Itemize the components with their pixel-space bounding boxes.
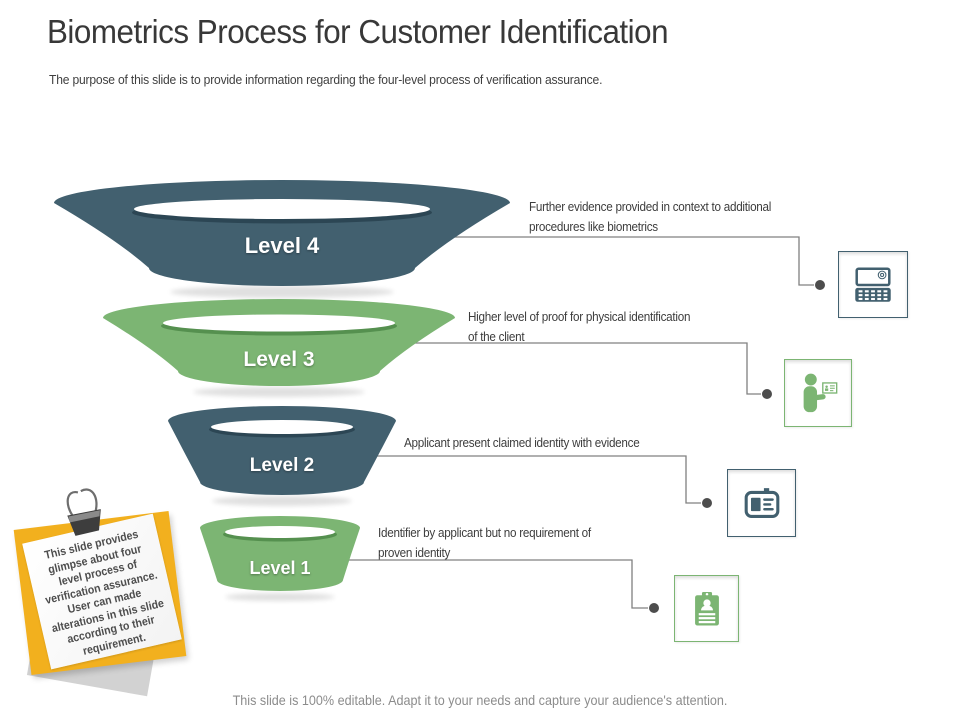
connector-dot-level-2 — [702, 498, 712, 508]
person-id-card-icon — [803, 373, 838, 413]
connector-dot-level-4 — [815, 280, 825, 290]
connector-lines — [335, 236, 814, 609]
funnel-label-level-1[interactable]: Level 1 — [249, 558, 311, 578]
footer-note: This slide is 100% editable. Adapt it to… — [232, 692, 728, 708]
connector-line-level-2 — [360, 455, 701, 504]
connector-dot-level-1 — [649, 603, 659, 613]
level-2-description: Applicant present claimed identity with … — [404, 435, 640, 450]
connector-dot-level-3 — [762, 389, 772, 399]
level-3-description: Higher level of proof for physical ident… — [468, 309, 691, 344]
page-title: Biometrics Process for Customer Identifi… — [47, 13, 669, 50]
binder-clip-icon — [66, 488, 101, 536]
funnel-bowl-level-3[interactable] — [103, 299, 455, 386]
clipboard-person-icon — [694, 591, 719, 625]
connector-line-level-1 — [335, 559, 648, 609]
id-badge-icon — [744, 488, 779, 518]
funnel-label-level-4[interactable]: Level 4 — [244, 233, 320, 258]
level-1-description: Identifier by applicant but no requireme… — [378, 525, 591, 560]
bowl-shadows — [170, 286, 394, 601]
page-subtitle: The purpose of this slide is to provide … — [49, 72, 603, 87]
funnel-bowl-level-4[interactable] — [54, 180, 510, 286]
level-4-description: Further evidence provided in context to … — [529, 199, 772, 234]
funnel-label-level-3[interactable]: Level 3 — [243, 348, 315, 371]
icon-box-level-3[interactable] — [784, 359, 852, 427]
funnel-bowl-level-1[interactable] — [200, 516, 360, 591]
connector-line-level-3 — [400, 342, 761, 395]
icon-box-level-1[interactable] — [674, 575, 739, 642]
biometric-device-icon — [855, 266, 891, 302]
funnel-label-level-2[interactable]: Level 2 — [249, 455, 315, 476]
sticky-note[interactable]: This slide provides glimpse about four l… — [13, 482, 224, 697]
icon-box-level-4[interactable] — [838, 251, 908, 318]
funnel-bowl-level-2[interactable] — [168, 406, 396, 495]
connector-line-level-4 — [420, 236, 814, 286]
icon-box-level-2[interactable] — [727, 469, 796, 537]
connector-dots — [649, 280, 825, 613]
